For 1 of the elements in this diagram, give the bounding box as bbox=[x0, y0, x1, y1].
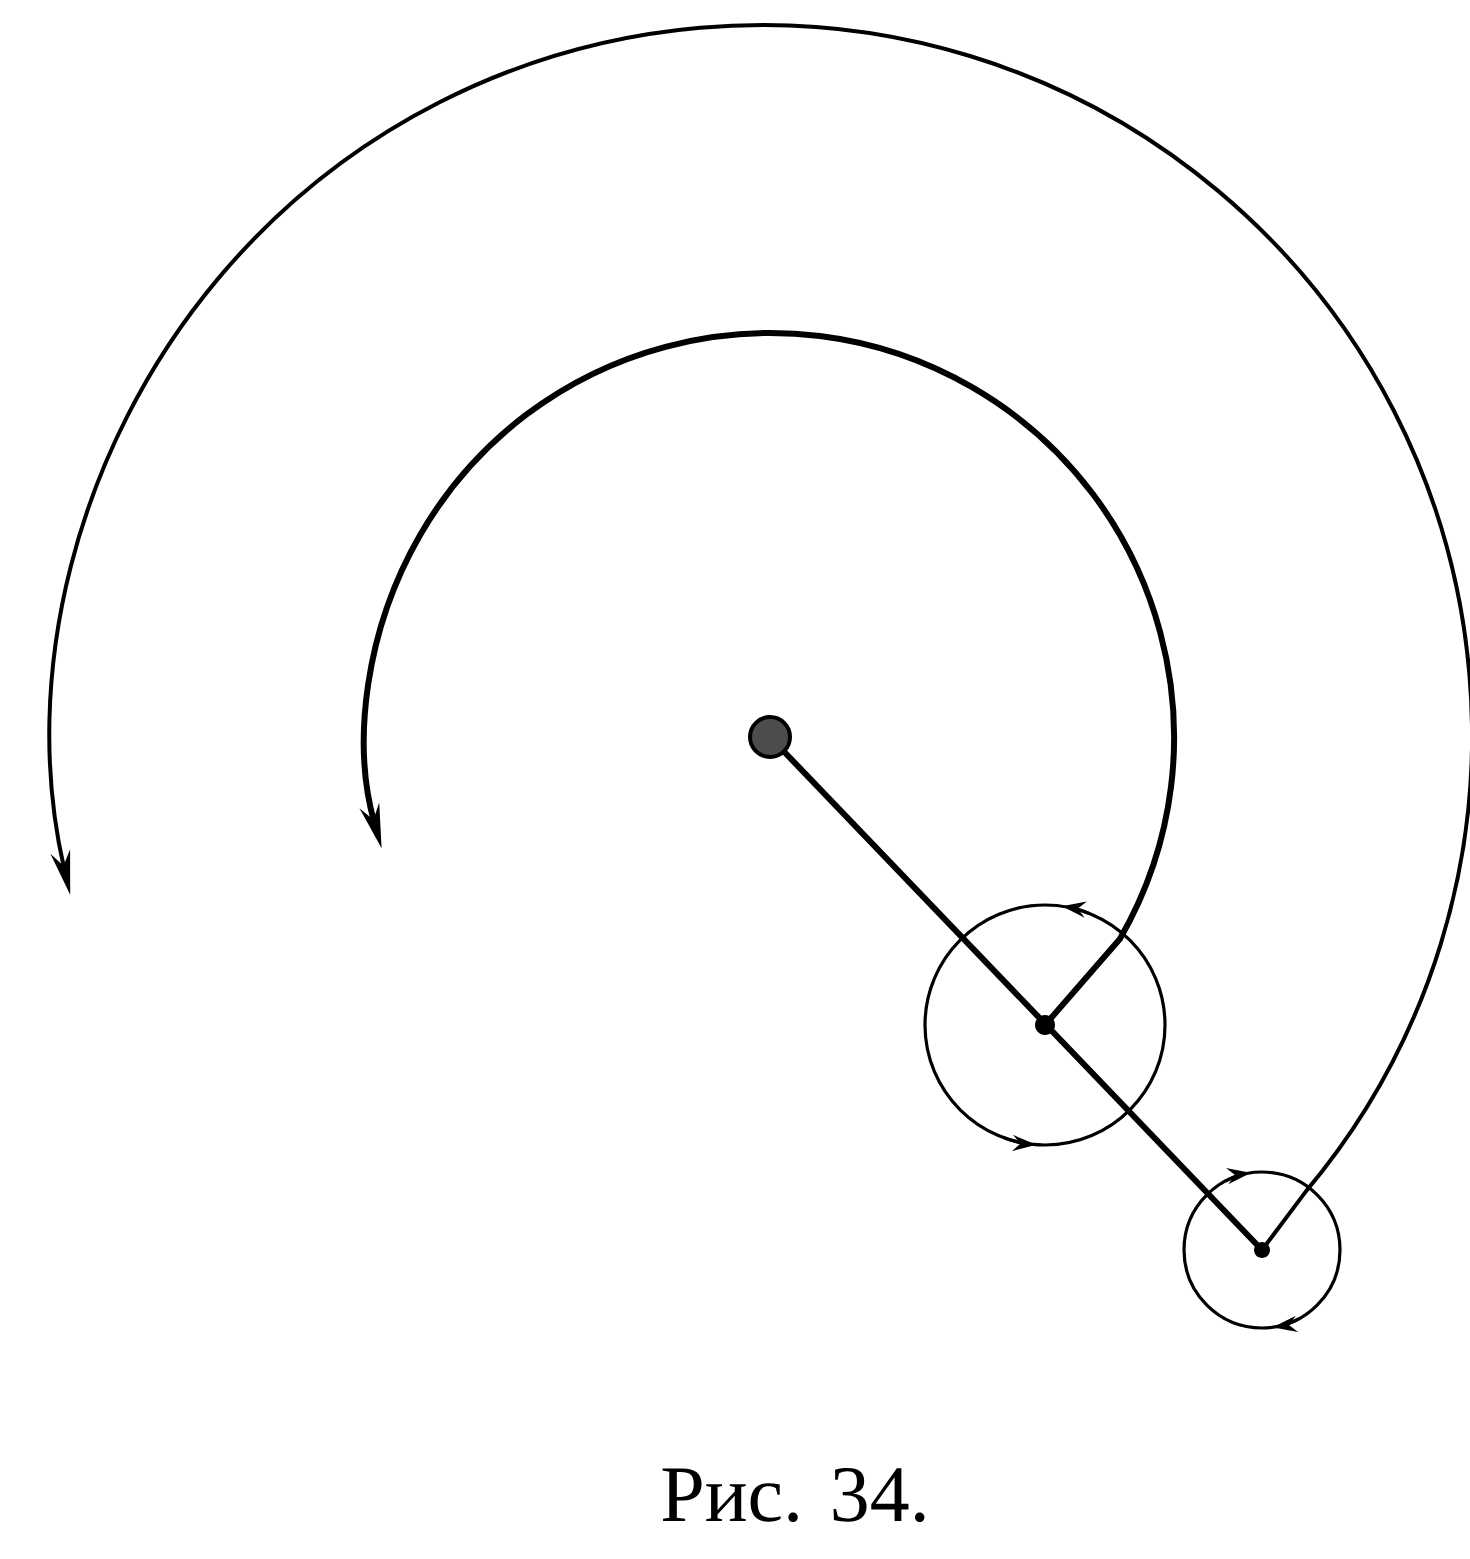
figure-caption: Рис. 34. bbox=[662, 1468, 925, 1523]
